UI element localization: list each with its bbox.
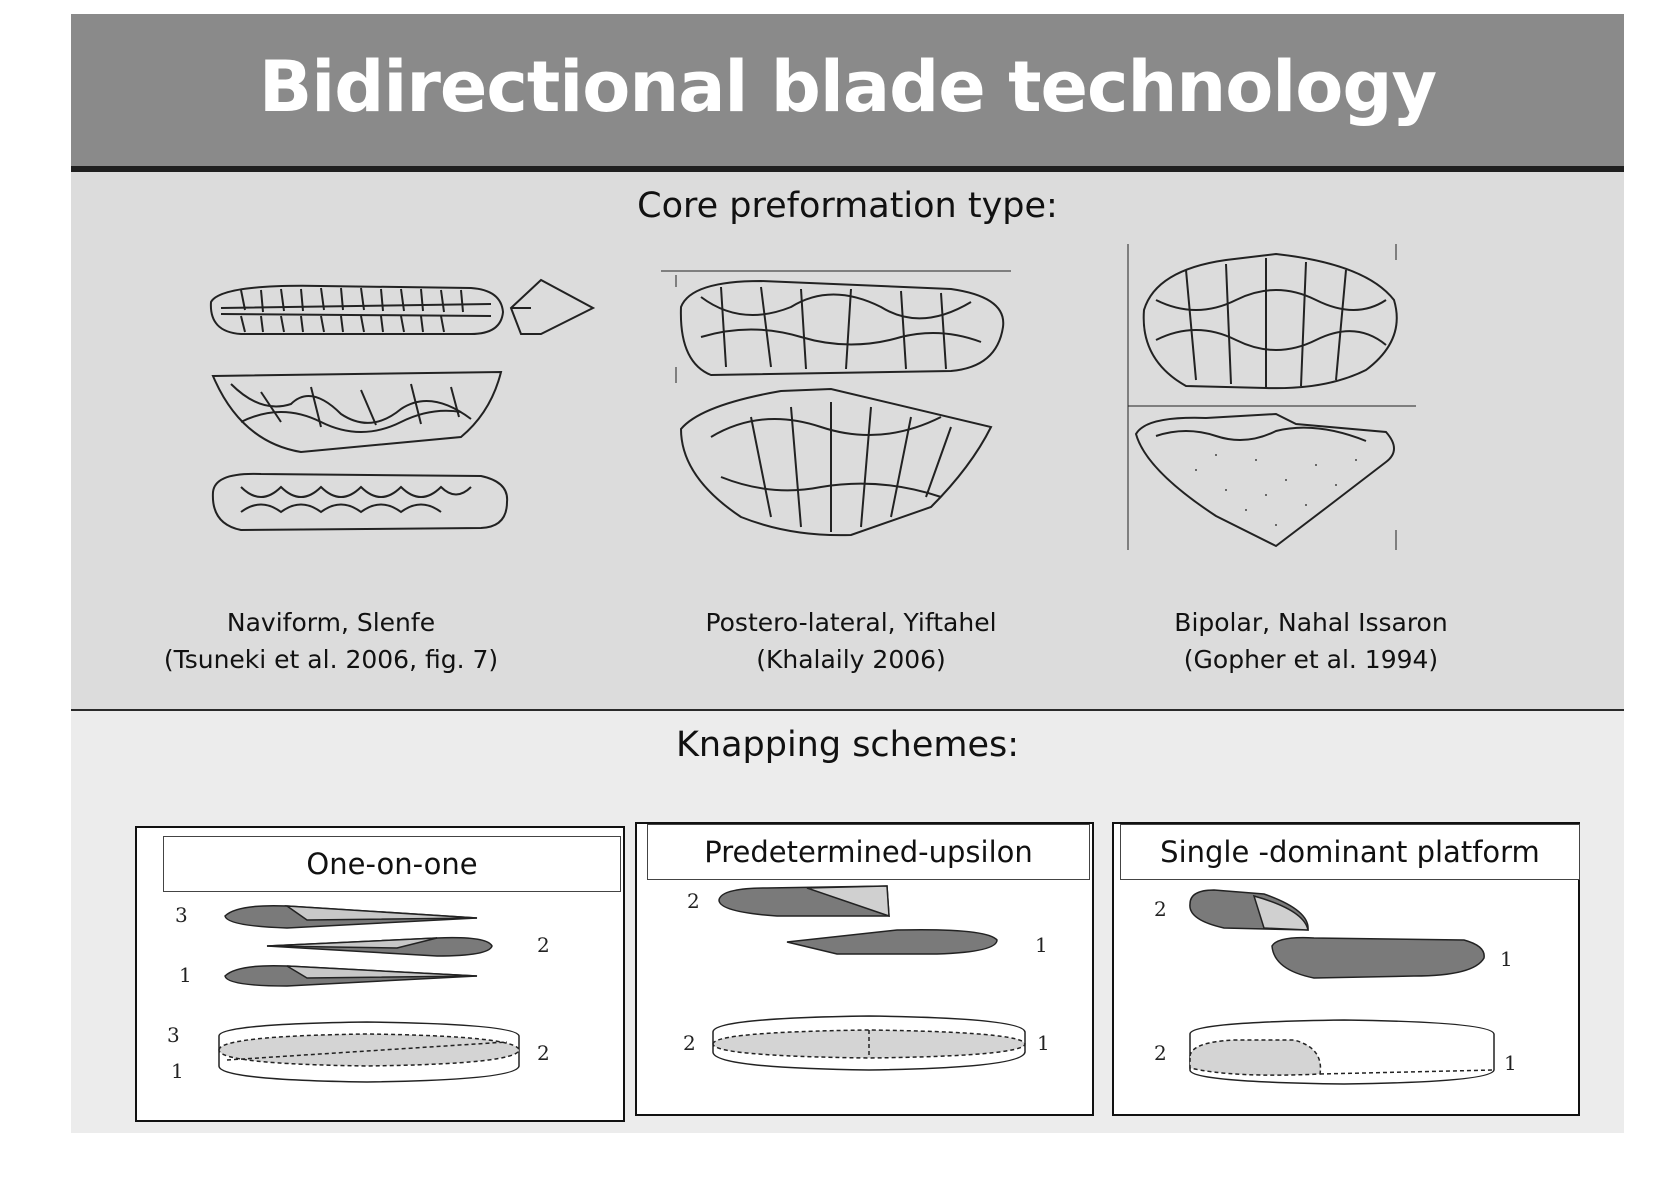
core-heading: Core preformation type: bbox=[637, 186, 1058, 226]
postero-lateral-caption-reference: (Khalaily 2006) bbox=[756, 645, 946, 674]
scheme-one-on-one: 3 2 1 3 2 1 One-on-one bbox=[135, 826, 625, 1122]
one-on-one-label-3: 3 bbox=[175, 903, 188, 927]
knapping-schemes-section: Knapping schemes: 3 2 1 bbox=[71, 711, 1624, 1133]
title-bar: Bidirectional blade technology bbox=[71, 14, 1624, 166]
bipolar-caption-name: Bipolar, Nahal Issaron bbox=[1174, 608, 1448, 637]
one-on-one-label-1: 1 bbox=[179, 963, 192, 987]
one-on-one-label: One-on-one bbox=[163, 836, 621, 892]
slide: Bidirectional blade technology Core pref… bbox=[71, 14, 1624, 1133]
naviform-caption-name: Naviform, Slenfe bbox=[226, 608, 436, 637]
bipolar-caption: Bipolar, Nahal Issaron (Gopher et al. 19… bbox=[1131, 604, 1491, 678]
single-dominant-platform-diagram: 2 1 2 1 bbox=[1154, 889, 1517, 1085]
one-on-one-core-label-2: 2 bbox=[537, 1041, 550, 1065]
single-platform-label-1: 1 bbox=[1500, 947, 1513, 971]
scheme-single-dominant-platform: 2 1 2 1 Single -dominant platform bbox=[1112, 822, 1580, 1116]
predetermined-upsilon-diagram: 2 1 2 1 bbox=[683, 885, 1050, 1071]
postero-lateral-caption: Postero-lateral, Yiftahel (Khalaily 2006… bbox=[641, 604, 1061, 678]
one-on-one-diagram: 3 2 1 3 2 1 bbox=[167, 903, 550, 1083]
naviform-caption: Naviform, Slenfe (Tsuneki et al. 2006, f… bbox=[151, 604, 511, 678]
one-on-one-core-label-1: 1 bbox=[171, 1059, 184, 1083]
upsilon-label-2: 2 bbox=[687, 889, 700, 913]
core-preformation-section: Core preformation type: bbox=[71, 172, 1624, 709]
upsilon-label-1: 1 bbox=[1035, 933, 1048, 957]
predetermined-upsilon-label: Predetermined-upsilon bbox=[647, 824, 1090, 880]
scheme-predetermined-upsilon: 2 1 2 1 Predetermined-upsilon bbox=[635, 822, 1094, 1116]
postero-lateral-core-drawing bbox=[661, 270, 1011, 537]
title-divider bbox=[71, 166, 1624, 172]
one-on-one-core-label-3: 3 bbox=[167, 1023, 180, 1047]
upsilon-core-label-1: 1 bbox=[1037, 1031, 1050, 1055]
section-divider bbox=[71, 709, 1624, 711]
single-platform-core-label-2: 2 bbox=[1154, 1041, 1167, 1065]
single-dominant-platform-label: Single -dominant platform bbox=[1120, 824, 1580, 880]
slide-title: Bidirectional blade technology bbox=[258, 46, 1437, 128]
single-platform-label-2: 2 bbox=[1154, 897, 1167, 921]
knapping-heading: Knapping schemes: bbox=[675, 725, 1020, 765]
bipolar-core-drawing bbox=[1127, 244, 1416, 550]
naviform-core-drawing bbox=[209, 278, 596, 532]
naviform-caption-reference: (Tsuneki et al. 2006, fig. 7) bbox=[163, 645, 499, 674]
postero-lateral-caption-name: Postero-lateral, Yiftahel bbox=[705, 608, 997, 637]
one-on-one-label-2: 2 bbox=[537, 933, 550, 957]
bipolar-caption-reference: (Gopher et al. 1994) bbox=[1183, 645, 1439, 674]
upsilon-core-label-2: 2 bbox=[683, 1031, 696, 1055]
single-platform-core-label-1: 1 bbox=[1504, 1051, 1517, 1075]
